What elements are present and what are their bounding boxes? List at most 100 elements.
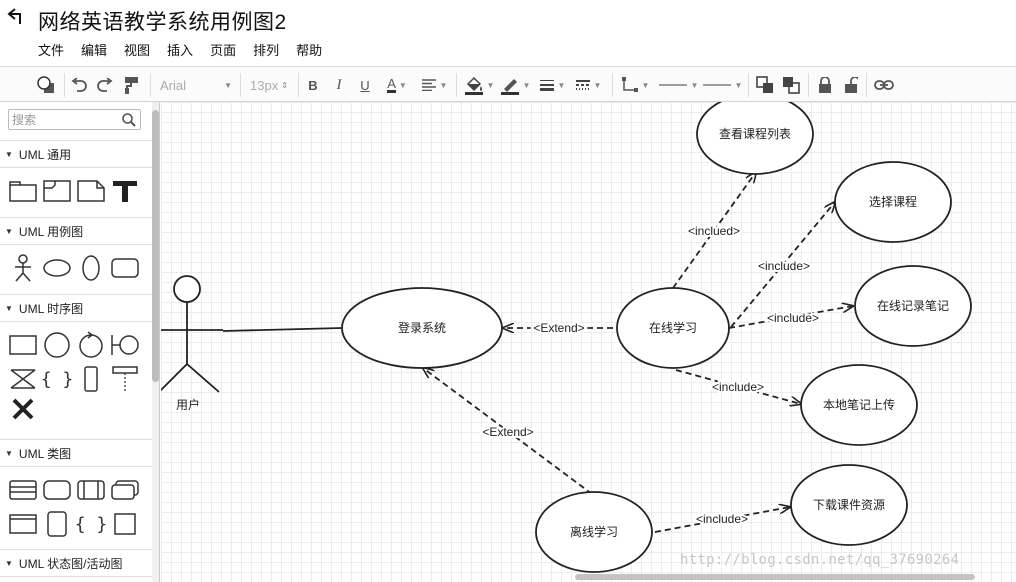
unlock-icon[interactable] — [840, 67, 862, 103]
chevron-down-icon: ▼ — [398, 80, 407, 90]
text-shape-icon[interactable] — [108, 176, 142, 206]
menu-edit[interactable]: 编辑 — [81, 43, 108, 58]
rectangle-shape-icon[interactable] — [6, 330, 40, 360]
tall-rounded-shape-icon[interactable] — [40, 509, 74, 539]
bold-button[interactable]: B — [308, 77, 318, 93]
section-uml-usecase[interactable]: ▼UML 用例图 — [0, 217, 152, 245]
include-line-select-course[interactable] — [730, 202, 835, 328]
square-shape-icon[interactable] — [108, 509, 142, 539]
usecase-select-course[interactable]: 选择课程 — [834, 161, 952, 243]
section-uml-state-activity[interactable]: ▼UML 状态图/活动图 — [0, 549, 152, 577]
collapse-triangle-icon: ▼ — [5, 303, 13, 313]
class-shape-icon[interactable] — [6, 475, 40, 505]
usecase-download[interactable]: 下载课件资源 — [790, 464, 908, 546]
line-width-icon[interactable]: ▼ — [536, 67, 568, 103]
search-icon[interactable] — [121, 112, 137, 128]
chevron-down-icon: ▼ — [557, 80, 566, 90]
format-panel-icon[interactable] — [34, 67, 58, 103]
section-label: UML 用例图 — [18, 224, 84, 239]
extend-line-offline[interactable] — [423, 368, 593, 495]
braces-shape-icon[interactable]: { } — [74, 509, 108, 539]
link-icon[interactable] — [872, 67, 896, 103]
usecase-label: 在线学习 — [649, 320, 697, 335]
usecase-login[interactable]: 登录系统 — [341, 287, 503, 369]
to-front-icon[interactable] — [754, 67, 776, 103]
search-input[interactable] — [9, 110, 117, 129]
include-line-download[interactable] — [654, 507, 790, 533]
menu-page[interactable]: 页面 — [210, 43, 237, 58]
underline-button[interactable]: U — [360, 77, 370, 93]
actor-user[interactable] — [161, 275, 223, 393]
font-color-button[interactable]: A▼ — [382, 67, 412, 103]
vertical-ellipse-shape-icon[interactable] — [74, 253, 108, 283]
section-uml-sequence[interactable]: ▼UML 时序图 — [0, 294, 152, 322]
include-line-online-notes[interactable] — [728, 306, 853, 329]
usecase-offline-learning[interactable]: 离线学习 — [535, 491, 653, 573]
relation-label-include-download: <include> — [696, 512, 748, 526]
frame-shape-icon[interactable] — [40, 176, 74, 206]
activation-shape-icon[interactable] — [74, 364, 108, 394]
menu-bar: 文件 编辑 视图 插入 页面 排列 帮助 — [38, 40, 339, 59]
menu-view[interactable]: 视图 — [124, 43, 151, 58]
lock-icon[interactable] — [814, 67, 836, 103]
italic-button[interactable]: I — [336, 76, 342, 93]
folder-shape-icon[interactable] — [6, 176, 40, 206]
rounded-rect-shape-icon[interactable] — [108, 253, 142, 283]
ellipse-shape-icon[interactable] — [40, 253, 74, 283]
diagram-canvas[interactable]: 用户 <Extend> <Extend> <inclued> <include>… — [161, 102, 1016, 582]
usecase-online-learning[interactable]: 在线学习 — [616, 287, 730, 369]
waypoint-icon[interactable]: ▼ — [619, 67, 651, 103]
actor-head — [173, 275, 201, 303]
toolbar-divider — [456, 73, 457, 97]
boundary-shape-icon[interactable] — [108, 330, 142, 360]
toolbar-divider — [612, 73, 613, 97]
sidebar-scrollbar[interactable] — [152, 110, 159, 382]
canvas-horizontal-scrollbar[interactable] — [575, 574, 975, 580]
include-line-view-courses[interactable] — [672, 172, 756, 289]
chevron-down-icon: ▼ — [593, 80, 602, 90]
font-size-stepper[interactable]: 13px⇕ — [245, 67, 293, 103]
line-style-icon[interactable]: ▼ — [572, 67, 604, 103]
braces-shape-icon[interactable]: { } — [40, 364, 74, 394]
stacked-box-shape-icon[interactable] — [108, 475, 142, 505]
menu-help[interactable]: 帮助 — [296, 43, 323, 58]
redo-icon[interactable] — [94, 67, 116, 103]
align-icon[interactable]: ▼ — [418, 67, 450, 103]
line-end-icon[interactable]: ▼ — [700, 67, 744, 103]
actor-shape-icon[interactable] — [6, 253, 40, 283]
menu-file[interactable]: 文件 — [38, 43, 65, 58]
usecase-online-notes[interactable]: 在线记录笔记 — [854, 265, 972, 347]
association-line[interactable] — [222, 327, 343, 332]
line-color-icon[interactable]: ▼ — [498, 67, 532, 103]
section-uml-class[interactable]: ▼UML 类图 — [0, 439, 152, 467]
usecase-label: 下载课件资源 — [813, 498, 885, 512]
back-arrow-icon[interactable] — [6, 6, 28, 30]
note-shape-icon[interactable] — [74, 176, 108, 206]
lifeline-shape-icon[interactable] — [108, 364, 142, 394]
line-start-icon[interactable]: ▼ — [656, 67, 700, 103]
menu-arrange[interactable]: 排列 — [253, 43, 280, 58]
document-title[interactable]: 网络英语教学系统用例图2 — [38, 11, 287, 34]
include-line-upload-notes[interactable] — [675, 369, 801, 404]
undo-icon[interactable] — [68, 67, 90, 103]
component-shape-icon[interactable] — [74, 475, 108, 505]
format-painter-icon[interactable] — [121, 67, 143, 103]
control-shape-icon[interactable] — [74, 330, 108, 360]
fill-color-icon[interactable]: ▼ — [462, 67, 496, 103]
rounded-box-shape-icon[interactable] — [40, 475, 74, 505]
toolbar-divider — [240, 73, 241, 97]
search-box — [8, 109, 141, 130]
interface-shape-icon[interactable] — [6, 509, 40, 539]
section-uml-general[interactable]: ▼UML 通用 — [0, 140, 152, 168]
usecase-label: 查看课程列表 — [719, 126, 791, 141]
destroy-shape-icon[interactable] — [6, 394, 40, 424]
relation-label-inclued-view: <inclued> — [688, 224, 740, 238]
font-family-select[interactable]: Arial▼ — [156, 67, 236, 103]
shape-row — [6, 475, 142, 505]
to-back-icon[interactable] — [780, 67, 802, 103]
circle-shape-icon[interactable] — [40, 330, 74, 360]
destroy-frame-shape-icon[interactable] — [6, 364, 40, 394]
usecase-upload-notes[interactable]: 本地笔记上传 — [800, 364, 918, 446]
usecase-view-courses[interactable]: 查看课程列表 — [696, 102, 814, 175]
menu-insert[interactable]: 插入 — [167, 43, 194, 58]
